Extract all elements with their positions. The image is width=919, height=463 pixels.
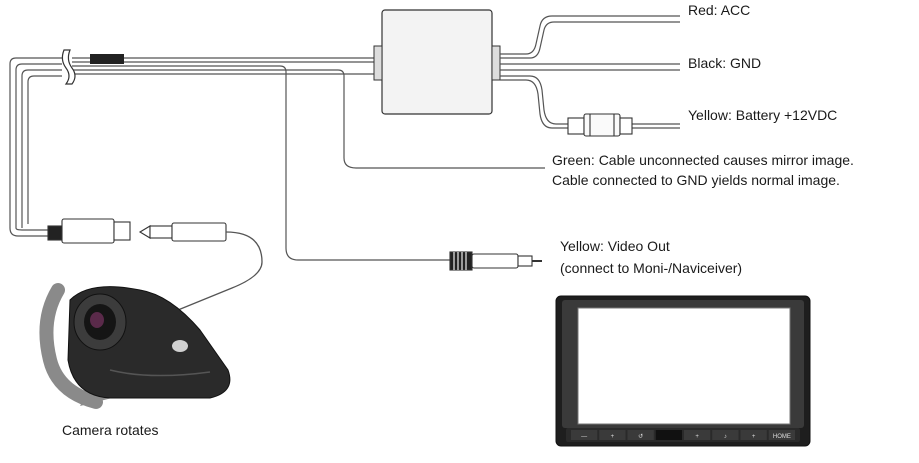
monitor-button-label: +	[752, 434, 756, 440]
monitor-button	[740, 430, 767, 440]
label-yellow-battery: Yellow: Battery +12VDC	[688, 107, 838, 123]
label-black-gnd: Black: GND	[688, 55, 762, 71]
label-green-line2: Cable connected to GND yields normal ima…	[552, 172, 840, 188]
monitor-button-label: +	[611, 434, 615, 440]
label-camera-rotates: Camera rotates	[62, 422, 159, 438]
junction-box	[373, 9, 501, 115]
output-wires	[500, 15, 680, 129]
monitor-button	[684, 430, 711, 440]
monitor-button	[599, 430, 626, 440]
monitor-button	[627, 430, 654, 440]
monitor-button-label: +	[695, 434, 699, 440]
label-red-acc: Red: ACC	[688, 2, 751, 18]
monitor-button-label: ↺	[638, 433, 643, 440]
camera-illustration	[39, 283, 231, 409]
cable-sleeve	[90, 54, 124, 64]
monitor-button	[571, 430, 598, 440]
label-video-out: Yellow: Video Out	[560, 238, 670, 254]
monitor-button-label: —	[581, 434, 587, 440]
camera-cable-connector	[47, 218, 263, 311]
label-green-line1: Green: Cable unconnected causes mirror i…	[552, 152, 854, 168]
monitor-button-label: HOME	[773, 434, 791, 440]
battery-connector	[567, 113, 633, 137]
monitor-button	[655, 430, 682, 440]
label-video-note: (connect to Moni-/Naviceiver)	[560, 260, 743, 276]
video-rca-plug	[449, 251, 542, 271]
monitor-button-label: ♪	[724, 434, 727, 440]
monitor-button	[768, 430, 795, 440]
monitor-button	[712, 430, 739, 440]
monitor-illustration	[555, 295, 811, 447]
cable-break-mark	[61, 49, 76, 85]
monitor-button-row: — + ↺ + ♪ + HOME	[571, 430, 795, 440]
